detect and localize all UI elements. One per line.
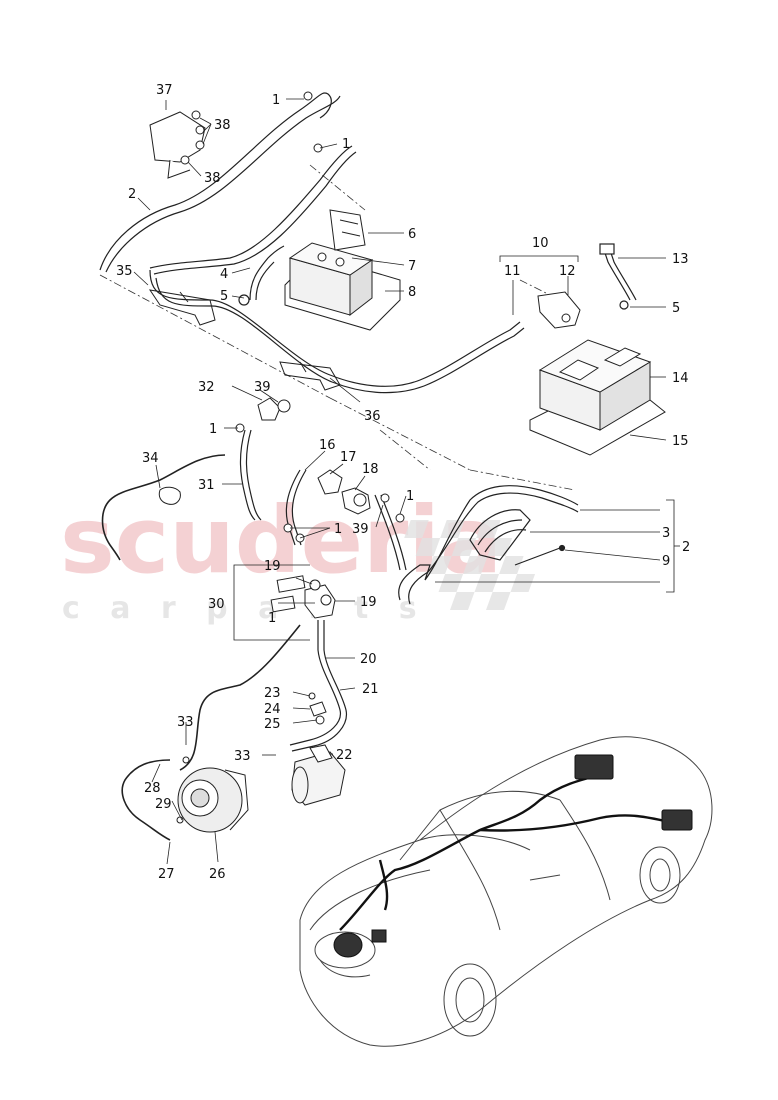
alternator-26	[176, 756, 249, 833]
callout-label: 11	[504, 264, 521, 279]
watermark-sub: c a r p a r t s	[62, 591, 427, 626]
callout-label: 8	[408, 285, 416, 300]
watermark-checker-flag	[404, 520, 536, 610]
callout-label: 19	[264, 559, 281, 574]
callout-label: 1	[406, 489, 414, 504]
main-battery-assembly	[284, 209, 401, 331]
callout-label: 17	[340, 450, 357, 465]
watermark: scuderia c a r p a r t s	[60, 487, 536, 626]
callout-label: 4	[220, 267, 228, 282]
callout-label: 5	[220, 289, 228, 304]
callout-label: 5	[672, 301, 680, 316]
callout-label: 36	[364, 409, 381, 424]
callout-label: 3	[662, 526, 670, 541]
callout-label: 31	[198, 478, 215, 493]
alternator-cable-27	[121, 624, 301, 841]
callout-label: 16	[319, 438, 336, 453]
starter-motor-22	[291, 744, 346, 806]
callout-label: 29	[155, 797, 172, 812]
battery-cable-lower	[398, 485, 579, 605]
ground-strap-4	[238, 245, 285, 306]
starter-cable-21	[289, 620, 347, 752]
callout-label: 21	[362, 682, 379, 697]
callout-label: 2	[682, 540, 690, 555]
callout-label: 38	[204, 171, 221, 186]
callout-label: 38	[214, 118, 231, 133]
cable-13	[599, 243, 637, 310]
callout-label: 22	[336, 748, 353, 763]
callout-label: 32	[198, 380, 215, 395]
callout-label: 14	[672, 371, 689, 386]
callout-label: 39	[352, 522, 369, 537]
callout-label: 10	[532, 236, 549, 251]
callout-label: 39	[254, 380, 271, 395]
callout-label: 25	[264, 717, 281, 732]
small-components	[158, 91, 405, 543]
bracket-37	[149, 110, 206, 179]
callout-label: 27	[158, 867, 175, 882]
callout-label: 37	[156, 83, 173, 98]
callout-label: 13	[672, 252, 689, 267]
cable-bracket-36	[279, 361, 341, 391]
callout-labels: 1 1 37 38 38 2 6 4 7 5 8 35 10 11 12 13 …	[116, 83, 690, 882]
terminal-block-30	[270, 575, 336, 619]
callout-label: 24	[264, 702, 281, 717]
callout-label: 2	[128, 187, 136, 202]
terminal-12	[537, 291, 581, 329]
leader-lines	[133, 98, 680, 865]
second-battery-assembly	[529, 339, 666, 456]
callout-label: 33	[177, 715, 194, 730]
callout-label: 30	[208, 597, 225, 612]
callout-label: 1	[334, 522, 342, 537]
small-parts-23-25	[308, 692, 327, 725]
car-wiring-harness	[339, 773, 671, 931]
callout-label: 12	[559, 264, 576, 279]
callout-label: 18	[362, 462, 379, 477]
callout-label: 34	[142, 451, 159, 466]
callout-label: 28	[144, 781, 161, 796]
callout-label: 1	[268, 611, 276, 626]
callout-label: 1	[272, 93, 280, 108]
callout-label: 1	[209, 422, 217, 437]
battery-cable-upper	[99, 92, 525, 394]
callout-label: 7	[408, 259, 416, 274]
callout-label: 6	[408, 227, 416, 242]
callout-label: 20	[360, 652, 377, 667]
callout-label: 26	[209, 867, 226, 882]
car-illustration	[299, 736, 713, 1047]
callout-label: 35	[116, 264, 133, 279]
callout-label: 23	[264, 686, 281, 701]
callout-label: 33	[234, 749, 251, 764]
callout-label: 15	[672, 434, 689, 449]
car-components	[333, 754, 693, 958]
cable-bracket-35	[148, 289, 216, 326]
callout-label: 19	[360, 595, 377, 610]
callout-label: 9	[662, 554, 670, 569]
callout-label: 1	[342, 137, 350, 152]
